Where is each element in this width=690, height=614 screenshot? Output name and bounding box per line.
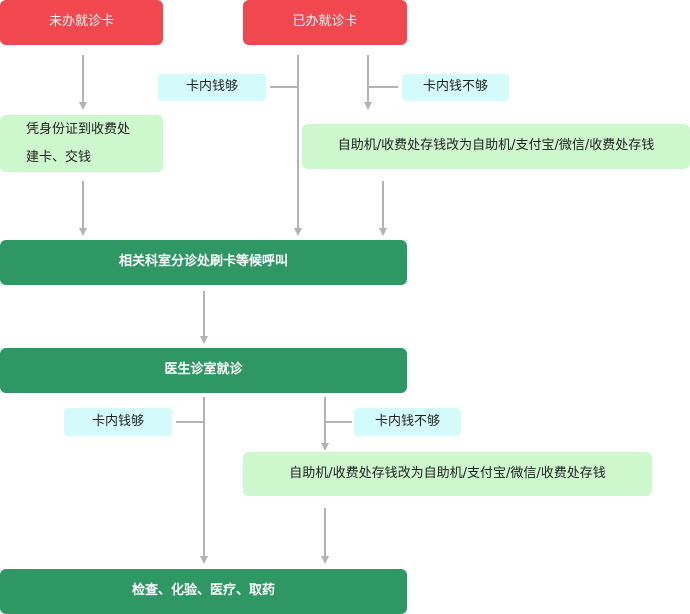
top-not-enough-label: 卡内钱不够	[422, 79, 488, 95]
no-card-node: 未办就诊卡	[0, 0, 163, 45]
id-card-step-line1: 凭身份证到收费处	[26, 121, 131, 137]
has-card-node: 已办就诊卡	[243, 0, 407, 45]
top-enough-label: 卡内钱够	[185, 79, 238, 95]
mid-not-enough-condition: 卡内钱不够	[354, 408, 461, 436]
swipe-wait-node: 相关科室分诊处刷卡等候呼叫	[0, 240, 407, 285]
doctor-label: 医生诊室就诊	[164, 362, 243, 378]
top-not-enough-condition: 卡内钱不够	[402, 74, 509, 101]
mid-not-enough-label: 卡内钱不够	[374, 413, 440, 429]
mid-deposit-label: 自助机/收费处存钱改为自助机/支付宝/微信/收费处存钱	[289, 465, 606, 481]
id-card-step: 凭身份证到收费处 建卡、交钱	[0, 115, 163, 172]
has-card-label: 已办就诊卡	[292, 14, 358, 30]
swipe-wait-label: 相关科室分诊处刷卡等候呼叫	[118, 254, 288, 270]
mid-deposit-step: 自助机/收费处存钱改为自助机/支付宝/微信/收费处存钱	[243, 452, 652, 496]
top-deposit-step: 自助机/收费处存钱改为自助机/支付宝/微信/收费处存钱	[302, 124, 690, 169]
top-deposit-label: 自助机/收费处存钱改为自助机/支付宝/微信/收费处存钱	[337, 138, 655, 154]
no-card-label: 未办就诊卡	[48, 14, 114, 30]
doctor-node: 医生诊室就诊	[0, 348, 407, 393]
mid-enough-condition: 卡内钱够	[64, 408, 172, 436]
id-card-step-line2: 建卡、交钱	[26, 149, 92, 165]
top-enough-condition: 卡内钱够	[158, 74, 266, 101]
final-node: 检查、化验、医疗、取药	[0, 569, 407, 614]
mid-enough-label: 卡内钱够	[91, 413, 144, 429]
final-label: 检查、化验、医疗、取药	[131, 583, 275, 599]
